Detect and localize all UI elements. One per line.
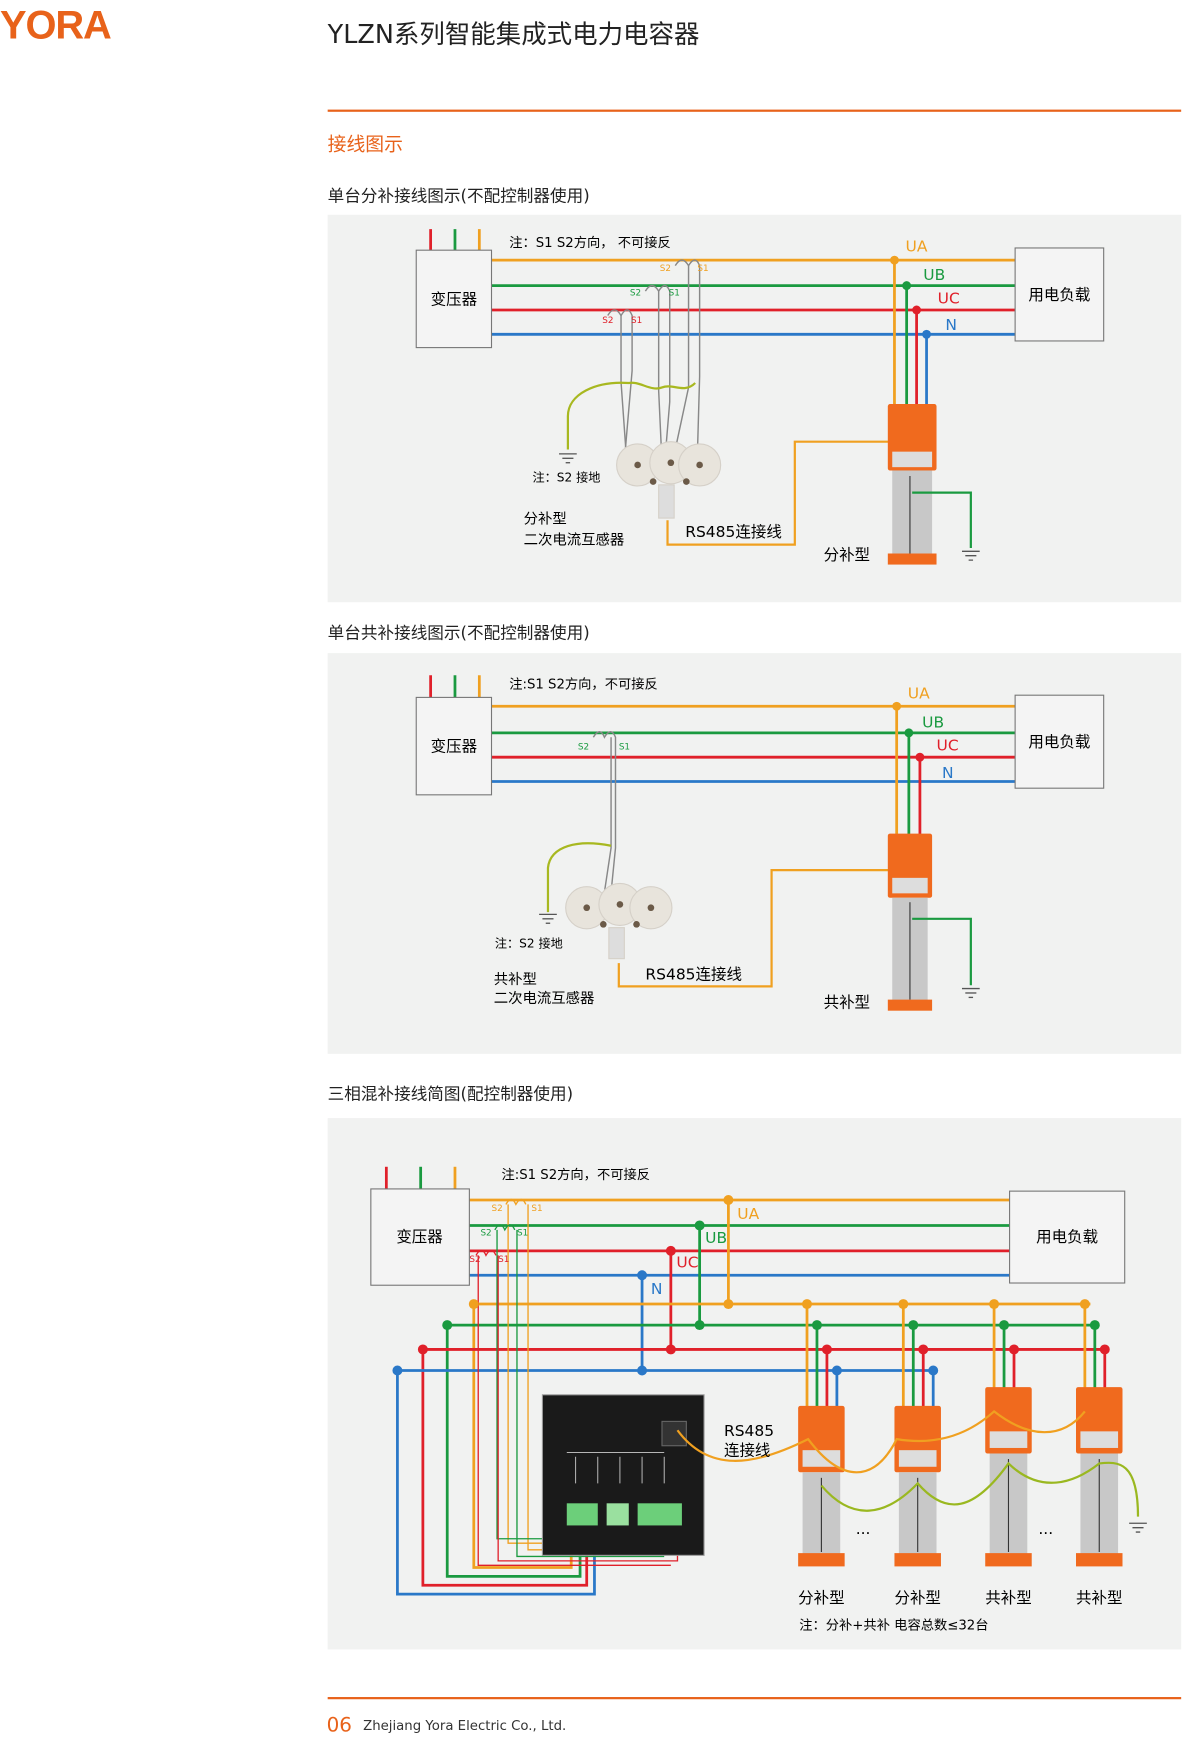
svg-text:S2: S2: [578, 742, 589, 752]
svg-text:UC: UC: [937, 737, 959, 755]
svg-text:···: ···: [1038, 1525, 1053, 1543]
svg-text:二次电流互感器: 二次电流互感器: [524, 532, 625, 549]
svg-text:S2: S2: [660, 264, 671, 274]
svg-text:注:S1 S2方向，不可接反: 注:S1 S2方向，不可接反: [501, 1166, 650, 1183]
svg-text:UC: UC: [938, 289, 960, 307]
svg-text:变压器: 变压器: [396, 1228, 443, 1246]
junction-dot: [392, 1365, 403, 1376]
svg-text:S1: S1: [531, 1204, 542, 1214]
junction-dot: [694, 1220, 705, 1231]
svg-text:N: N: [942, 764, 954, 782]
svg-text:N: N: [651, 1280, 663, 1298]
capacitor-unit: [985, 1299, 1032, 1567]
svg-text:RS485连接线: RS485连接线: [685, 523, 782, 541]
svg-text:S1: S1: [498, 1255, 509, 1265]
svg-text:S2: S2: [469, 1255, 480, 1265]
section-title: 接线图示: [327, 133, 403, 157]
svg-text:注：S2 接地: 注：S2 接地: [495, 936, 563, 951]
ground-icon: [961, 550, 980, 561]
svg-text:分补型: 分补型: [524, 511, 567, 528]
junction-dot: [637, 1270, 648, 1281]
svg-text:S2: S2: [480, 1228, 491, 1238]
svg-text:共补型: 共补型: [1076, 1589, 1122, 1607]
svg-text:RS485连接线: RS485连接线: [645, 966, 742, 984]
diagram3-caption: 三相混补接线简图(配控制器使用): [327, 1083, 574, 1104]
capacitor-unit: [1076, 1299, 1123, 1567]
page-number: 06: [326, 1713, 352, 1737]
svg-text:N: N: [945, 316, 957, 334]
svg-text:S2: S2: [602, 316, 613, 326]
svg-text:UB: UB: [705, 1229, 727, 1247]
svg-text:用电负载: 用电负载: [1028, 733, 1090, 751]
svg-text:注：S2 接地: 注：S2 接地: [532, 470, 600, 485]
company-name: Zhejiang Yora Electric Co., Ltd.: [363, 1718, 567, 1734]
yora-logo: YORA: [0, 2, 112, 48]
svg-text:变压器: 变压器: [431, 290, 478, 308]
svg-text:共补型: 共补型: [494, 971, 537, 988]
svg-text:分补型: 分补型: [894, 1589, 940, 1607]
current-transformer: [616, 441, 722, 519]
svg-text:UB: UB: [922, 713, 944, 731]
junction-dot: [665, 1344, 676, 1355]
footer-divider: [327, 1697, 1182, 1700]
capacitor-unit: [894, 1299, 941, 1567]
svg-text:UB: UB: [923, 266, 945, 284]
svg-text:UA: UA: [908, 685, 930, 703]
ground-icon: [559, 453, 577, 464]
load-box: [1014, 247, 1105, 342]
junction-dot: [442, 1320, 453, 1331]
diagram1-caption: 单台分补接线图示(不配控制器使用): [327, 185, 590, 206]
svg-text:共补型: 共补型: [985, 1589, 1031, 1607]
svg-text:共补型: 共补型: [824, 993, 870, 1011]
svg-text:S2: S2: [492, 1204, 503, 1214]
svg-text:S1: S1: [631, 316, 642, 326]
capacitor-unit: [887, 404, 937, 565]
svg-text:UA: UA: [737, 1205, 759, 1223]
controller-unit: [541, 1394, 705, 1556]
svg-text:S1: S1: [697, 264, 708, 274]
svg-text:变压器: 变压器: [431, 738, 478, 756]
junction-dot: [637, 1365, 648, 1376]
svg-text:注：分补+共补 电容总数≤32台: 注：分补+共补 电容总数≤32台: [799, 1617, 988, 1634]
junction-dot: [694, 1320, 705, 1331]
svg-text:UA: UA: [906, 237, 928, 255]
ct-secondary-wires: [607, 259, 701, 469]
svg-text:RS485: RS485: [724, 1422, 774, 1440]
page-title: YLZN系列智能集成式电力电容器: [327, 21, 700, 50]
junction-dot: [723, 1195, 734, 1205]
svg-text:S1: S1: [669, 289, 680, 299]
junction-dot: [417, 1344, 428, 1355]
svg-text:用电负载: 用电负载: [1028, 286, 1090, 304]
svg-text:用电负载: 用电负载: [1036, 1228, 1098, 1246]
svg-text:注:S1 S2方向，不可接反: 注:S1 S2方向，不可接反: [509, 676, 658, 693]
svg-text:注：S1 S2方向， 不可接反: 注：S1 S2方向， 不可接反: [509, 234, 671, 251]
svg-text:S1: S1: [619, 742, 630, 752]
svg-text:S2: S2: [630, 289, 641, 299]
transformer-box: [415, 249, 493, 349]
capacitor-unit: [798, 1299, 845, 1567]
diagram2-caption: 单台共补接线图示(不配控制器使用): [327, 623, 590, 644]
junction-dot: [723, 1299, 734, 1310]
svg-text:分补型: 分补型: [798, 1589, 844, 1607]
svg-text:二次电流互感器: 二次电流互感器: [494, 990, 595, 1007]
svg-text:分补型: 分补型: [824, 546, 870, 564]
svg-text:UC: UC: [676, 1254, 698, 1272]
junction-dot: [468, 1299, 479, 1310]
header-divider: [327, 109, 1182, 112]
svg-text:···: ···: [856, 1525, 871, 1543]
svg-text:S1: S1: [517, 1228, 528, 1238]
junction-dot: [665, 1245, 676, 1256]
svg-text:连接线: 连接线: [724, 1442, 770, 1460]
ground-icon: [1129, 1522, 1147, 1533]
